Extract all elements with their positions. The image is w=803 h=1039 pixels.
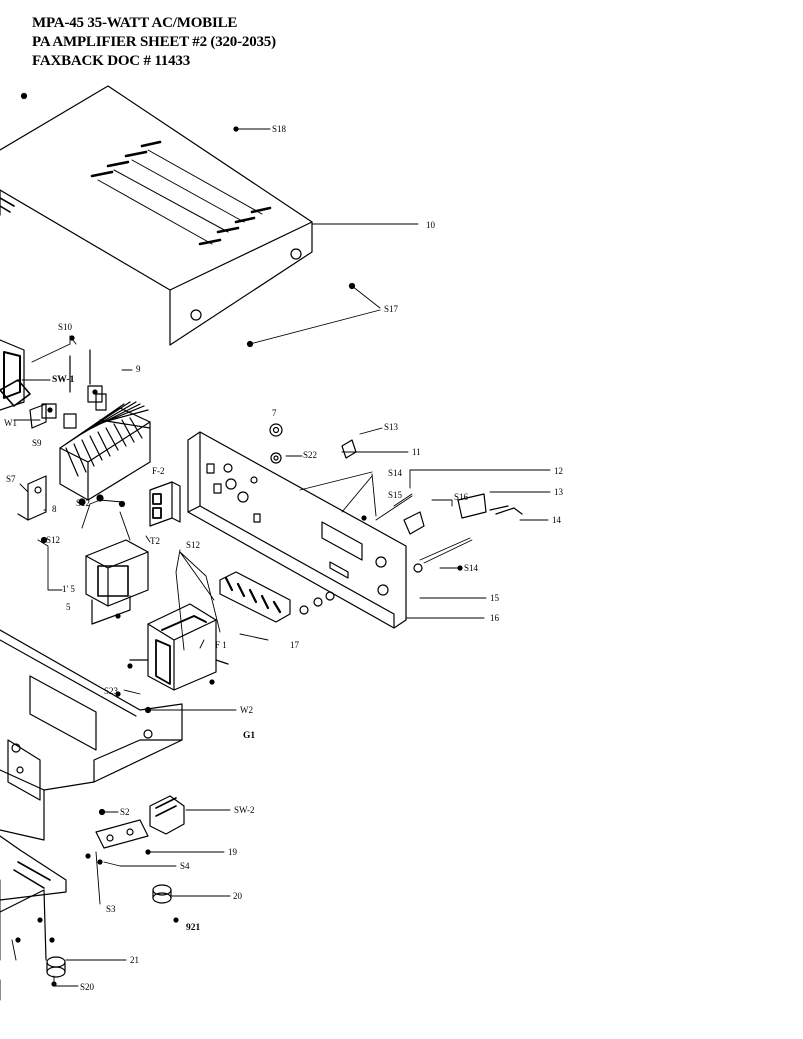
callout-s12c: S12 — [46, 535, 60, 545]
fuse-holder-f2 — [149, 481, 181, 527]
callout-s12a: S12 — [76, 498, 90, 508]
callout-17: 17 — [290, 640, 300, 650]
top-cover — [0, 85, 313, 346]
callout-921: 921 — [186, 923, 201, 933]
screws — [15, 335, 463, 987]
power-transformer — [129, 603, 229, 691]
callout-s2: S2 — [120, 807, 130, 817]
callout-15: 15 — [490, 593, 500, 603]
switch-2-assembly — [95, 795, 185, 849]
chassis — [0, 629, 183, 841]
callout-21: 21 — [130, 955, 139, 965]
callout-s13: S13 — [384, 422, 399, 432]
callout-f2: F-2 — [152, 466, 165, 476]
callout-sw2: SW-2 — [234, 805, 255, 815]
switch-1-bracket — [0, 339, 47, 429]
callout-s18: S18 — [272, 124, 287, 134]
callout-12: 12 — [554, 466, 563, 476]
callout-s22: S22 — [303, 450, 317, 460]
callout-s14b: S14 — [464, 563, 479, 573]
callout-s12b: S12 — [186, 540, 200, 550]
callout-s7: S7 — [6, 474, 16, 484]
callout-t2: T2 — [150, 536, 160, 546]
callout-w2: W2 — [240, 705, 253, 715]
callout-9: 9 — [136, 364, 141, 374]
callout-s14a: S14 — [388, 468, 403, 478]
heatsink — [59, 401, 151, 501]
callout-g1: G1 — [243, 731, 255, 741]
cover-screws — [20, 92, 356, 348]
title-line-3: FAXBACK DOC # 11433 — [32, 53, 191, 69]
callout-16: 16 — [490, 613, 500, 623]
callout-s10: S10 — [58, 322, 73, 332]
callout-19: 19 — [228, 847, 238, 857]
title-line-2: PA AMPLIFIER SHEET #2 (320-2035) — [32, 34, 276, 50]
callout-8: 8 — [52, 504, 57, 514]
callout-s3: S3 — [106, 904, 116, 914]
callout-s16: S16 — [454, 492, 469, 502]
callout-s23: S23 — [104, 686, 119, 696]
leader-lines — [0, 128, 551, 1001]
bottom-plate — [0, 835, 67, 961]
bracket-8 — [17, 475, 47, 521]
callout-sw1: SW-1 — [52, 375, 75, 385]
callout-11: 11 — [412, 447, 421, 457]
callout-s15: S15 — [388, 490, 403, 500]
title-line-1: MPA-45 35-WATT AC/MOBILE — [32, 15, 238, 31]
callout-s4: S4 — [180, 861, 190, 871]
pcb-jack-assembly — [219, 571, 335, 623]
callout-14: 14 — [552, 515, 562, 525]
callout-13: 13 — [554, 487, 564, 497]
callout-labels: S18 10 S17 S10 SW-1 9 W1 S9 7 S13 11 S22… — [4, 124, 564, 992]
callout-w1: W1 — [4, 418, 17, 428]
transformer-t2 — [85, 539, 149, 625]
cover-vent-slots — [90, 140, 272, 246]
callout-f1: F 1 — [215, 640, 227, 650]
document-header: MPA-45 35-WATT AC/MOBILE PA AMPLIFIER SH… — [32, 14, 276, 71]
callout-s17: S17 — [384, 304, 399, 314]
callout-5: 5 — [66, 602, 71, 612]
callout-10: 10 — [426, 220, 436, 230]
callout-s9: S9 — [32, 438, 42, 448]
callout-s20: S20 — [80, 982, 95, 992]
rubber-feet — [46, 884, 172, 978]
power-transistors — [41, 349, 107, 429]
front-panel — [187, 431, 407, 629]
front-hardware — [269, 423, 523, 573]
callout-20: 20 — [233, 891, 243, 901]
callout-7: 7 — [272, 408, 277, 418]
callout-15-small: 1' 5 — [62, 584, 75, 594]
